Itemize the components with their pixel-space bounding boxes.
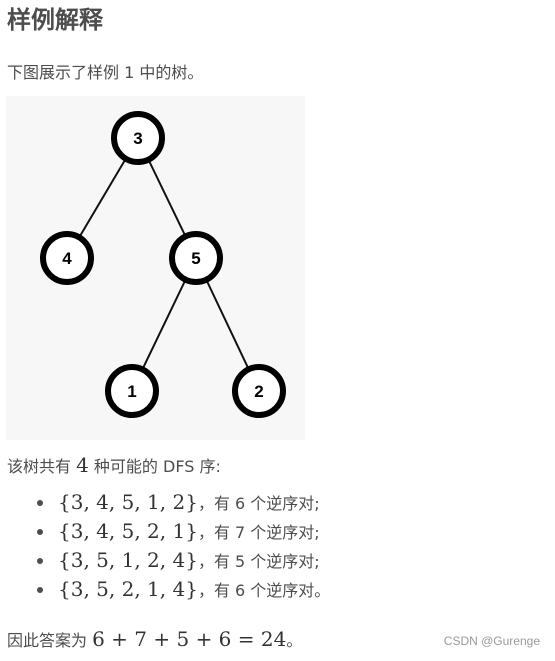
list-item: {3, 5, 1, 2, 4}，有 5 个逆序对; [36, 546, 330, 575]
tree-node-circle [111, 111, 165, 165]
tree-node: 3 [111, 111, 165, 165]
tree-node-circle [232, 364, 286, 418]
tree-node: 5 [169, 231, 223, 285]
inversion-text: ，有 5 个逆序对; [197, 552, 320, 571]
tree-node: 2 [232, 364, 286, 418]
list-item: {3, 5, 2, 1, 4}，有 6 个逆序对。 [36, 575, 331, 604]
conclusion-text: 因此答案为 6 + 7 + 5 + 6 = 24。 [7, 624, 302, 656]
tree-node-circle [105, 364, 159, 418]
dfs-sequence: {3, 5, 2, 1, 4} [58, 577, 198, 601]
tree-node-label: 3 [133, 129, 142, 148]
conclusion-suffix: 。 [286, 631, 303, 650]
dfs-count-text: 该树共有 4 种可能的 DFS 序: [7, 452, 221, 480]
answer-formula: 6 + 7 + 5 + 6 = 24 [92, 627, 287, 651]
tree-node: 4 [40, 231, 94, 285]
dfs-sequence: {3, 4, 5, 1, 2} [58, 490, 198, 514]
dfs-sequence: {3, 5, 1, 2, 4} [58, 548, 198, 572]
intro-text: 下图展示了样例 1 中的树。 [7, 63, 204, 82]
dfs-sequence: {3, 4, 5, 2, 1} [58, 519, 198, 543]
tree-diagram: 3 4 5 1 2 [40, 111, 286, 418]
conclusion-prefix: 因此答案为 [7, 631, 93, 650]
list-item: {3, 4, 5, 1, 2}，有 6 个逆序对; [36, 488, 330, 517]
tree-node-label: 4 [62, 249, 72, 268]
list-item: {3, 4, 5, 2, 1}，有 7 个逆序对; [36, 517, 330, 546]
dfs-intro-after: 种可能的 DFS 序: [88, 457, 221, 476]
section-heading: 样例解释 [7, 6, 103, 34]
tree-node: 1 [105, 364, 159, 418]
tree-node-circle [169, 231, 223, 285]
tree-node-label: 5 [191, 249, 200, 268]
watermark: CSDN @Gurenge [443, 634, 540, 648]
tree-node-circle [40, 231, 94, 285]
tree-node-label: 2 [254, 382, 263, 401]
tree-figure: 3 4 5 1 2 [6, 96, 305, 440]
dfs-order-list: {3, 4, 5, 1, 2}，有 6 个逆序对; {3, 4, 5, 2, 1… [0, 488, 330, 604]
inversion-text: ，有 6 个逆序对; [197, 494, 320, 513]
inversion-text: ，有 6 个逆序对。 [197, 581, 331, 600]
dfs-count: 4 [76, 453, 89, 477]
dfs-intro-before: 该树共有 [7, 457, 77, 476]
tree-node-label: 1 [127, 382, 136, 401]
inversion-text: ，有 7 个逆序对; [197, 523, 320, 542]
